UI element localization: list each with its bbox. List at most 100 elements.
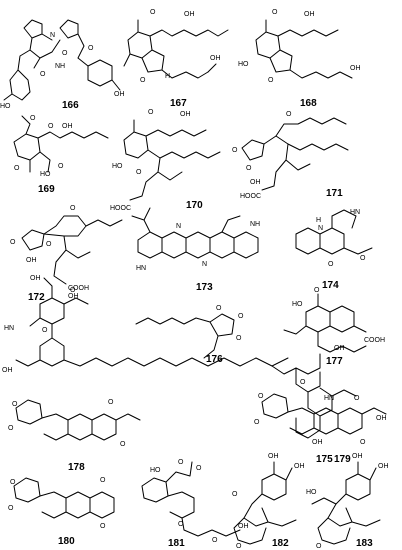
- atom-o: O: [236, 335, 242, 342]
- atom-oh: OH: [268, 453, 279, 460]
- compound-label-176: 176: [206, 354, 223, 365]
- atom-o: O: [258, 393, 264, 400]
- atom-oh: OH: [350, 65, 361, 72]
- atom-oh: OH: [294, 463, 305, 470]
- atom-o: O: [40, 71, 46, 78]
- atom-o: O: [316, 543, 322, 550]
- atom-ho: HO: [150, 467, 161, 474]
- structure-181: HO O O O O OH 181: [141, 459, 249, 549]
- atom-o: O: [360, 439, 366, 446]
- structure-167: O OH O H OH 167: [123, 9, 229, 109]
- structure-180: O O O O 180: [8, 477, 115, 547]
- atom-o: O: [30, 115, 36, 122]
- atom-oh: OH: [352, 453, 363, 460]
- atom-o: O: [268, 77, 274, 84]
- atom-cooh: COOH: [68, 285, 89, 292]
- atom-o: O: [62, 50, 68, 57]
- atom-n: N: [176, 223, 181, 230]
- atom-oh: OH: [184, 11, 195, 18]
- structure-174: H N HN O O 174: [295, 209, 373, 291]
- atom-o: O: [178, 459, 184, 466]
- compound-label-179: 179: [334, 454, 351, 465]
- atom-o: O: [314, 287, 320, 294]
- atom-cooh: COOH: [364, 337, 385, 344]
- structure-182: OH OH O O 182: [232, 453, 305, 550]
- atom-o: O: [232, 491, 238, 498]
- atom-o: O: [238, 313, 244, 320]
- compound-label-177: 177: [326, 356, 343, 367]
- atom-o: O: [360, 255, 366, 262]
- structure-173: HN N N NH 173: [131, 207, 260, 293]
- atom-o: O: [120, 441, 126, 448]
- compound-label-182: 182: [272, 538, 289, 549]
- structure-168: O OH HO O OH 168: [238, 9, 361, 109]
- compound-label-170: 170: [186, 200, 203, 211]
- atom-h: H: [316, 217, 321, 224]
- atom-ho: HO: [40, 171, 51, 178]
- compound-label-172: 172: [28, 292, 45, 303]
- compound-label-169: 169: [38, 184, 55, 195]
- atom-ho: HO: [238, 61, 249, 68]
- atom-oh: OH: [62, 123, 73, 130]
- structure-166: N O O NH O HO OH 166: [0, 19, 125, 111]
- compound-label-171: 171: [326, 188, 343, 199]
- atom-o: O: [12, 401, 18, 408]
- atom-oh: OH: [250, 179, 261, 186]
- compound-label-180: 180: [58, 536, 75, 547]
- atom-o: O: [254, 419, 260, 426]
- atom-o: O: [70, 205, 76, 212]
- structure-172: O O OH O COOH 172: [10, 205, 123, 303]
- atom-ho: HO: [112, 163, 123, 170]
- atom-o: O: [196, 465, 202, 472]
- atom-o: O: [46, 241, 52, 248]
- compound-label-174: 174: [322, 280, 339, 291]
- compound-label-167: 167: [170, 98, 187, 109]
- structure-183: OH OH HO O 183: [306, 453, 389, 550]
- compound-label-175: 175: [316, 454, 333, 465]
- atom-hn: HN: [350, 209, 360, 216]
- atom-o: O: [108, 399, 114, 406]
- atom-o: O: [212, 537, 218, 544]
- atom-o: O: [150, 9, 156, 16]
- atom-o: O: [10, 479, 16, 486]
- atom-o: O: [136, 169, 142, 176]
- atom-oh: OH: [68, 293, 79, 300]
- atom-o: O: [140, 77, 146, 84]
- atom-n: N: [50, 32, 55, 39]
- atom-oh: OH: [180, 111, 191, 118]
- compound-label-168: 168: [300, 98, 317, 109]
- atom-o: O: [148, 109, 154, 116]
- atom-ho: HO: [0, 103, 11, 110]
- atom-o: O: [232, 147, 238, 154]
- atom-o: O: [70, 287, 76, 294]
- atom-o: O: [8, 425, 14, 432]
- atom-oh: OH: [312, 439, 323, 446]
- atom-hn: HN: [136, 265, 146, 272]
- atom-o: O: [8, 505, 14, 512]
- compound-label-181: 181: [168, 538, 185, 549]
- atom-h: H: [165, 73, 170, 80]
- atom-nh: NH: [55, 63, 65, 70]
- atom-o: O: [88, 45, 94, 52]
- compound-label-173: 173: [196, 282, 213, 293]
- atom-hn: HN: [4, 325, 14, 332]
- atom-oh: OH: [2, 367, 13, 374]
- atom-o: O: [100, 477, 106, 484]
- compound-label-183: 183: [356, 538, 373, 549]
- structure-177: HO O COOH 177: [283, 287, 385, 367]
- atom-o: O: [246, 165, 252, 172]
- atom-oh: OH: [114, 91, 125, 98]
- structure-176: O O O 176: [135, 305, 244, 365]
- atom-o: O: [100, 523, 106, 530]
- atom-oh: OH: [334, 345, 345, 352]
- atom-o: O: [178, 521, 184, 528]
- atom-o: O: [286, 111, 292, 118]
- atom-o: O: [300, 379, 306, 386]
- structure-175: OH O OH HN O OH OH O HN OH 175: [2, 275, 357, 465]
- atom-oh: OH: [210, 55, 221, 62]
- atom-o: O: [354, 395, 360, 402]
- atom-hooc: HOOC: [240, 193, 261, 200]
- atom-o: O: [216, 305, 222, 312]
- atom-oh: OH: [30, 275, 41, 282]
